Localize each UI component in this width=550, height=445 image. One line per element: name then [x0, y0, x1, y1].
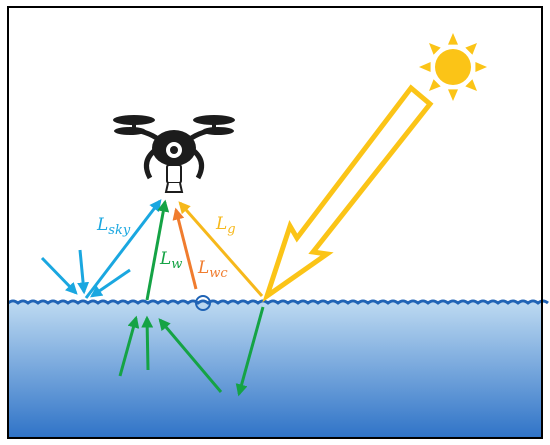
drone-icon: [113, 115, 235, 193]
label-glint: Lg: [215, 214, 236, 237]
solar-beam-arrow: [262, 84, 434, 303]
water-surface-wave: [7, 299, 549, 305]
glint-radiance-arrow: [178, 201, 264, 297]
bubble-icon: [195, 295, 211, 311]
sun-ray: [465, 79, 477, 91]
label-water-leaving: Lw: [159, 249, 182, 272]
sun-ray: [419, 62, 431, 72]
label-whitecap: Lwc: [197, 258, 228, 281]
figure-frame: [7, 6, 543, 439]
sun-icon: [419, 33, 487, 101]
water-leaving-arrows: [118, 199, 265, 397]
sun-ray: [475, 62, 487, 72]
water-body: [8, 303, 542, 438]
whitecap-radiance-arrow: [172, 207, 211, 311]
sun-ray: [448, 33, 458, 45]
sun-ray: [429, 43, 441, 55]
sun-ray: [448, 89, 458, 101]
sun-ray: [465, 43, 477, 55]
sun-ray: [429, 79, 441, 91]
label-sky-radiance: Lsky: [96, 215, 131, 238]
sky-radiance-arrows: [40, 199, 162, 299]
